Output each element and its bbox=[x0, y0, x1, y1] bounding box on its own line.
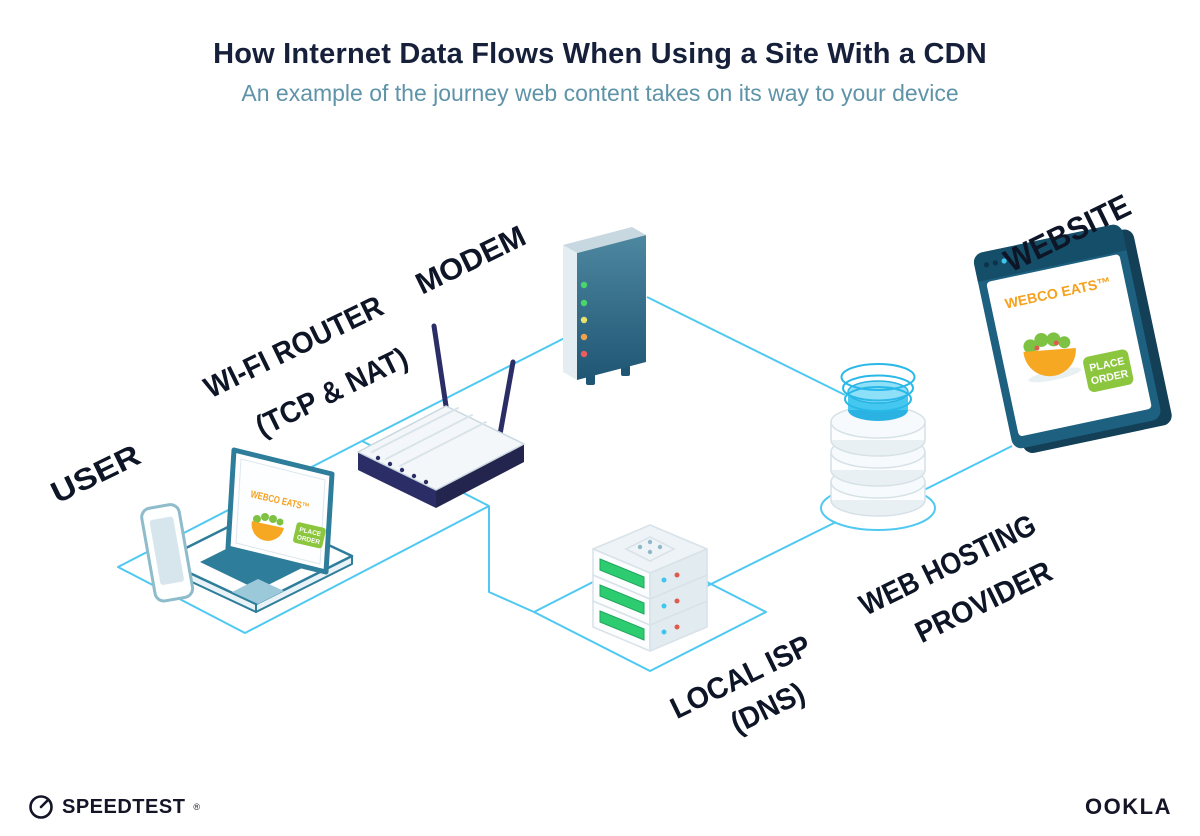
laptop-order-button-text: PLACE bbox=[299, 526, 323, 538]
laptop-trackpad bbox=[232, 579, 284, 604]
hosting-database-illustration bbox=[830, 363, 926, 517]
modem-illustration bbox=[563, 227, 646, 385]
footer: SPEEDTEST ® OOKLA bbox=[28, 794, 1172, 820]
user-device-illustration: WEBCO EATS™ PLACE ORDER bbox=[140, 447, 354, 613]
laptop-order-button: PLACE ORDER bbox=[293, 522, 326, 549]
isp-server-illustration bbox=[592, 524, 708, 652]
speedtest-gauge-icon bbox=[29, 795, 53, 819]
server-led-strip bbox=[599, 610, 645, 641]
ookla-logo: OOKLA bbox=[1085, 794, 1172, 819]
hosting-website-link bbox=[919, 445, 1013, 493]
server-top-panel bbox=[624, 536, 676, 562]
router-top bbox=[357, 405, 525, 491]
page-title: How Internet Data Flows When Using a Sit… bbox=[213, 38, 987, 70]
isp-hosting-link bbox=[694, 521, 837, 593]
database-data-icon bbox=[840, 363, 916, 421]
router-led-lights bbox=[375, 455, 429, 485]
server-led-strip bbox=[599, 584, 645, 615]
modem-side bbox=[563, 245, 577, 380]
router-body bbox=[436, 444, 524, 508]
router-body bbox=[358, 452, 436, 508]
modem-hosting-link bbox=[646, 296, 846, 396]
user-phone bbox=[140, 503, 195, 603]
modem-led-lights bbox=[580, 281, 588, 358]
header: How Internet Data Flows When Using a Sit… bbox=[0, 38, 1200, 107]
browser-dot-icon bbox=[983, 262, 990, 268]
label-user: USER bbox=[46, 439, 146, 510]
browser-dot-icon bbox=[1001, 258, 1007, 264]
laptop-taco-icon bbox=[251, 513, 284, 541]
router-illustration bbox=[357, 323, 525, 508]
label-modem: MODEM bbox=[411, 220, 532, 301]
page-subtitle: An example of the journey web content ta… bbox=[241, 80, 959, 106]
taco-icon bbox=[1023, 332, 1082, 383]
server-led-strip bbox=[599, 558, 645, 589]
website-window-illustration: WEBCO EATS™ PLACE ORDER bbox=[973, 224, 1172, 454]
place-order-button: PLACE ORDER bbox=[1083, 349, 1134, 392]
router-modem-link bbox=[361, 319, 601, 442]
browser-titlebar bbox=[975, 238, 1127, 282]
registered-mark: ® bbox=[193, 802, 201, 812]
speedtest-logo: SPEEDTEST ® bbox=[28, 794, 201, 820]
browser-dot-icon bbox=[992, 260, 998, 266]
modem-top bbox=[563, 227, 646, 253]
user-isp-link bbox=[488, 506, 535, 613]
modem-body bbox=[577, 235, 646, 380]
speedtest-wordmark: SPEEDTEST bbox=[62, 795, 186, 818]
